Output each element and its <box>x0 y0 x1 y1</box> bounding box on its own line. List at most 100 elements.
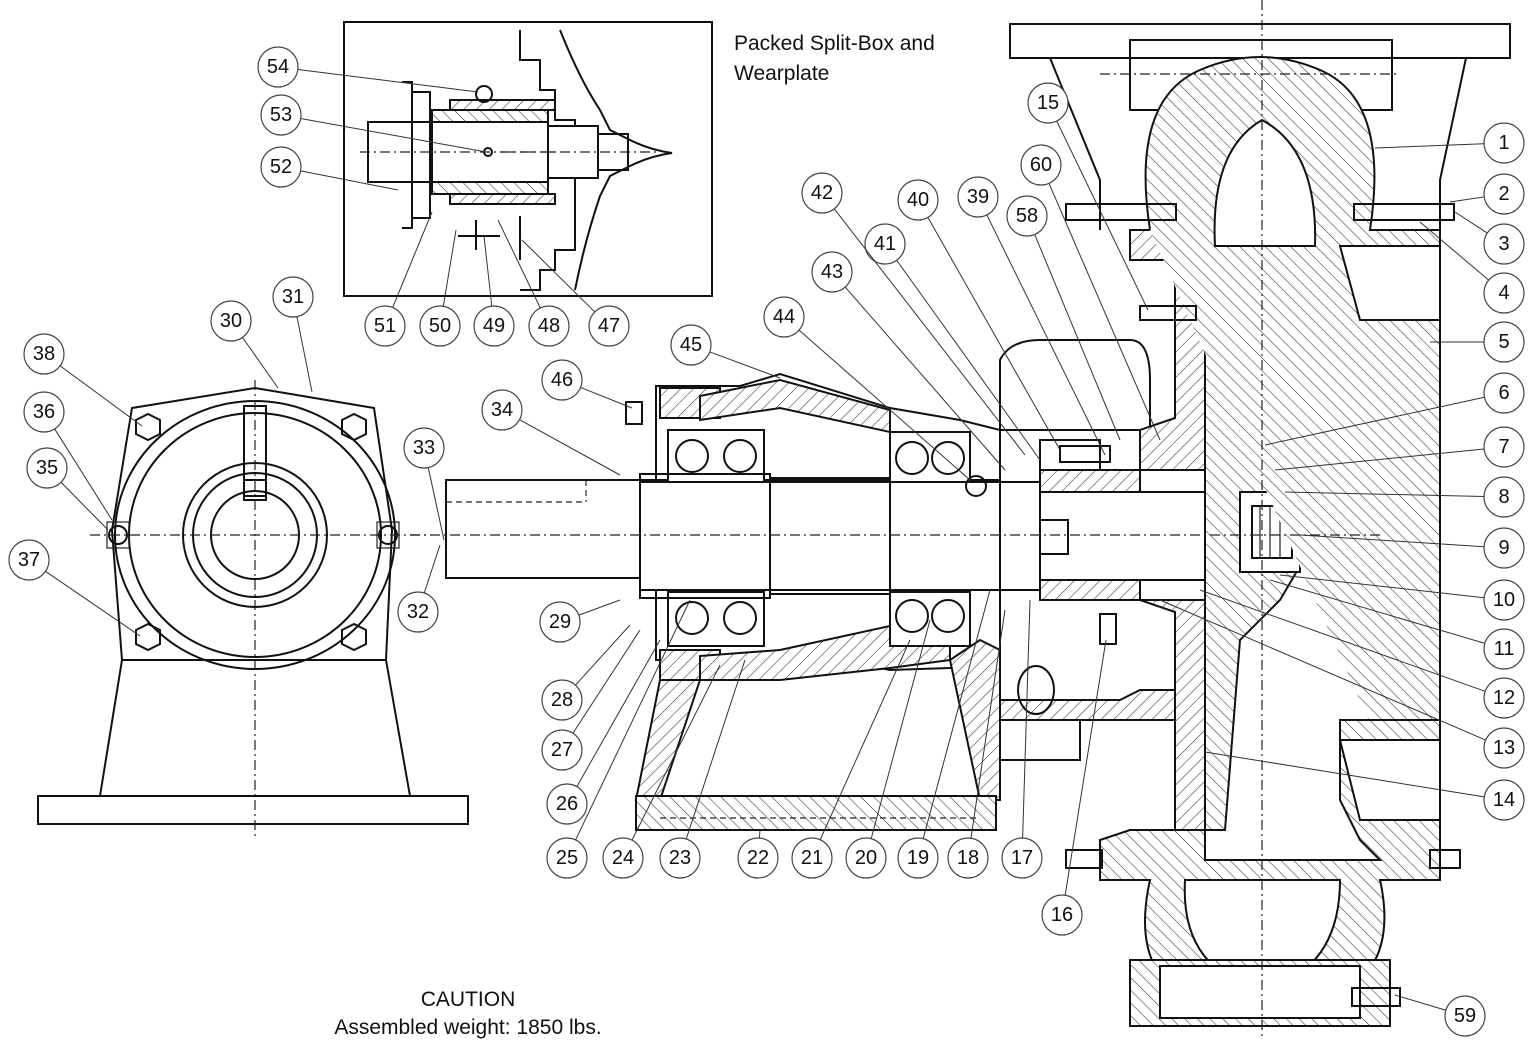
callout-number: 48 <box>538 315 560 337</box>
callout-circle <box>864 223 906 265</box>
callout-number: 45 <box>680 334 702 356</box>
callout-number: 14 <box>1493 789 1515 811</box>
callout-circle <box>947 837 989 879</box>
callout-leader <box>870 619 931 839</box>
callout-59: 59 <box>1394 994 1486 1037</box>
callout-leader <box>1064 639 1107 896</box>
callout-circle <box>419 305 461 347</box>
callout-leader <box>1048 183 1161 441</box>
callout-38: 38 <box>23 333 143 427</box>
callout-31: 31 <box>272 276 314 393</box>
callout-circle <box>473 305 515 347</box>
callout-leader <box>685 659 746 840</box>
callout-46: 46 <box>541 359 633 409</box>
callout-circle <box>602 837 644 879</box>
callout-number: 24 <box>612 847 634 869</box>
callout-circle <box>260 146 302 188</box>
inset-frame <box>343 21 713 297</box>
callout-circle <box>845 837 887 879</box>
callout-leader <box>896 259 1041 461</box>
callout-circle <box>897 837 939 879</box>
callout-number: 38 <box>33 343 55 365</box>
callout-number: 2 <box>1498 183 1509 205</box>
callout-leader <box>798 329 971 481</box>
callout-58: 58 <box>1006 195 1121 441</box>
callout-leader <box>59 365 143 427</box>
callout-circle <box>1041 894 1083 936</box>
callout-49: 49 <box>473 235 515 347</box>
callout-number: 16 <box>1051 904 1073 926</box>
callout-number: 52 <box>270 156 292 178</box>
callout-number: 5 <box>1498 331 1509 353</box>
callout-26: 26 <box>546 639 661 825</box>
callout-number: 40 <box>907 189 929 211</box>
callout-39: 39 <box>957 176 1106 456</box>
callout-6: 6 <box>1264 372 1525 446</box>
callout-number: 41 <box>874 233 896 255</box>
callout-number: 51 <box>374 315 396 337</box>
callout-leader <box>572 629 641 734</box>
callout-number: 8 <box>1498 486 1509 508</box>
callout-layer: 1234567891011121314151617181920212223242… <box>8 46 1525 1037</box>
callout-leader <box>844 286 1006 471</box>
caution-title: CAUTION <box>421 988 516 1011</box>
callout-28: 28 <box>541 624 631 721</box>
callout-number: 15 <box>1037 92 1059 114</box>
callout-circle <box>1483 628 1525 670</box>
callout-circle <box>801 172 843 214</box>
callout-circle <box>546 837 588 879</box>
callout-leader <box>575 599 691 841</box>
callout-number: 30 <box>220 310 242 332</box>
callout-leader <box>1279 574 1485 599</box>
callout-34: 34 <box>481 389 621 476</box>
callout-number: 42 <box>811 182 833 204</box>
callout-leader <box>927 217 1061 451</box>
callout-circle <box>588 305 630 347</box>
callout-number: 20 <box>855 847 877 869</box>
callout-leader <box>1274 448 1485 471</box>
callout-leader <box>709 351 781 379</box>
callout-leader <box>519 419 621 476</box>
callout-circle <box>26 447 68 489</box>
callout-number: 36 <box>33 401 55 423</box>
callout-leader <box>521 239 596 313</box>
callout-leader <box>575 624 631 686</box>
callout-circle <box>23 333 65 375</box>
callout-13: 13 <box>1159 599 1525 769</box>
callout-circle <box>811 251 853 293</box>
callout-leader <box>1199 589 1486 692</box>
callout-5: 5 <box>1430 321 1525 363</box>
callout-circle <box>1483 476 1525 518</box>
callout-circle <box>763 296 805 338</box>
callout-60: 60 <box>1020 144 1161 441</box>
callout-leader <box>1419 221 1490 281</box>
callout-circle <box>1483 779 1525 821</box>
callout-50: 50 <box>419 229 461 347</box>
callout-51: 51 <box>364 211 433 347</box>
callout-number: 54 <box>267 56 289 78</box>
callout-leader <box>833 208 1026 456</box>
callout-52: 52 <box>260 146 399 191</box>
callout-number: 6 <box>1498 382 1509 404</box>
callout-circle <box>1483 426 1525 468</box>
callout-leader <box>45 570 141 637</box>
callout-number: 33 <box>413 437 435 459</box>
callout-27: 27 <box>541 629 641 771</box>
callout-14: 14 <box>1204 751 1525 821</box>
callout-number: 47 <box>598 315 620 337</box>
callout-number: 11 <box>1494 638 1515 660</box>
callout-leader <box>1204 751 1485 798</box>
callout-leader <box>1056 120 1149 311</box>
callout-leader <box>1449 196 1485 203</box>
callout-circle <box>1006 195 1048 237</box>
callout-circle <box>1483 272 1525 314</box>
callout-circle <box>1483 579 1525 621</box>
callout-leader <box>300 170 399 191</box>
callout-circle <box>737 837 779 879</box>
callout-circle <box>1483 173 1525 215</box>
callout-circle <box>1483 321 1525 363</box>
callout-number: 32 <box>407 601 429 623</box>
callout-circle <box>210 300 252 342</box>
callout-circle <box>1483 223 1525 265</box>
callout-number: 31 <box>282 286 304 308</box>
